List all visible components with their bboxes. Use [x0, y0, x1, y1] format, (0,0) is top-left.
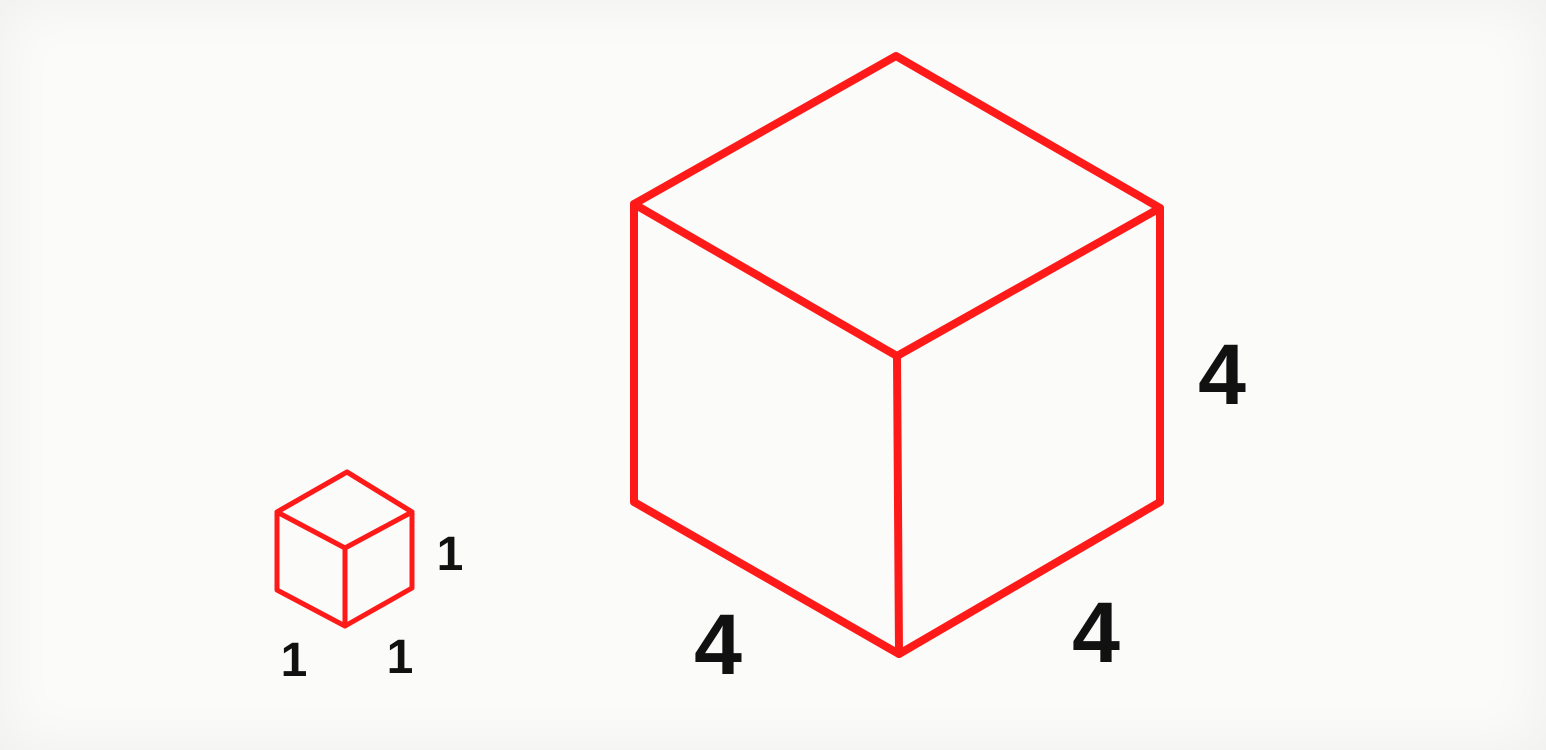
small-cube-side-label: 1: [437, 528, 464, 581]
large-cube-outline: [630, 52, 1164, 658]
small-cube-outline: [274, 469, 415, 629]
large-cube-top-left-inner-edge: [630, 200, 901, 360]
small-cube-right-label: 1: [387, 631, 414, 684]
large-cube-left-label: 4: [694, 597, 742, 693]
large-cube: [630, 52, 1164, 658]
large-cube-right-label: 4: [1072, 585, 1120, 681]
small-cube: [274, 469, 415, 629]
small-cube-top-face: [274, 469, 415, 551]
small-cube-left-label: 1: [281, 634, 308, 687]
large-cube-front-edge: [893, 352, 903, 658]
large-cube-top-right-inner-edge: [893, 204, 1164, 360]
large-cube-side-label: 4: [1198, 327, 1246, 423]
